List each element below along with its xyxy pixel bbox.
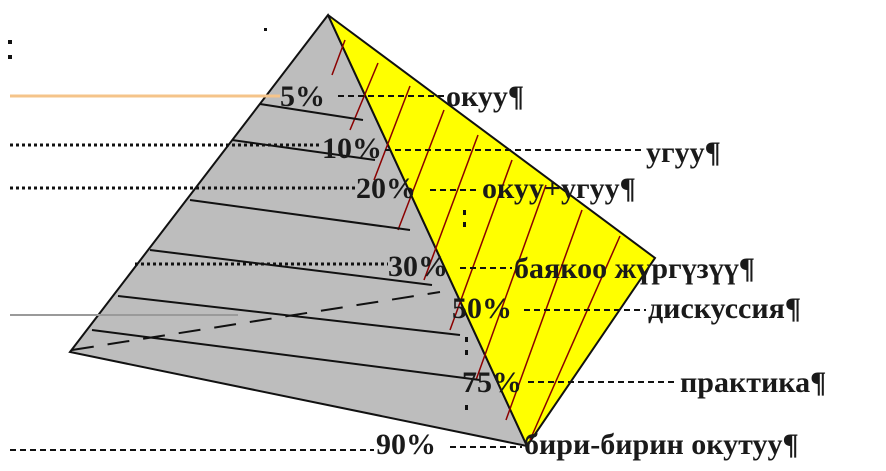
level-label-75: практика¶ [680,366,826,399]
level-label-10: угуу¶ [646,136,721,169]
stray-mark [8,55,12,59]
hatch-line [423,134,479,281]
hatch-line [505,209,583,421]
level-percent-5: 5% [280,80,325,113]
dot-mark [465,337,468,342]
dot-mark [465,405,468,410]
hatch-line [449,159,513,331]
level-percent-50: 50% [452,292,512,325]
tier-line [231,139,376,161]
hatch-line [331,39,346,76]
level-percent-75: 75% [462,366,522,399]
tier-line [149,249,433,286]
hatch-line [475,184,547,381]
tier-line [259,103,364,121]
hatch-line [529,235,621,441]
level-percent-20: 20% [356,172,416,205]
tier-line [91,329,481,381]
level-percent-30: 30% [388,250,448,283]
tier-line [189,199,411,231]
level-percent-90: 90% [376,428,436,461]
level-label-20: окуу+угуу¶ [482,172,636,205]
pyramid-yellow-face [327,14,657,449]
level-label-30: баякоо жүргүзүү¶ [514,252,755,285]
level-percent-10: 10% [322,132,382,165]
stray-mark [8,40,12,44]
hatch-line [373,85,411,181]
dot-mark [463,210,466,215]
level-label-5: окуу¶ [446,80,524,113]
level-label-90: бири-бирин окутуу¶ [524,428,799,461]
stray-mark [264,28,267,31]
hatch-line [397,109,445,231]
dot-mark [465,350,468,355]
dashed-diagonal [71,291,441,351]
level-label-50: дискуссия¶ [648,292,801,325]
dot-mark [463,222,466,227]
dot-marks [463,210,468,410]
